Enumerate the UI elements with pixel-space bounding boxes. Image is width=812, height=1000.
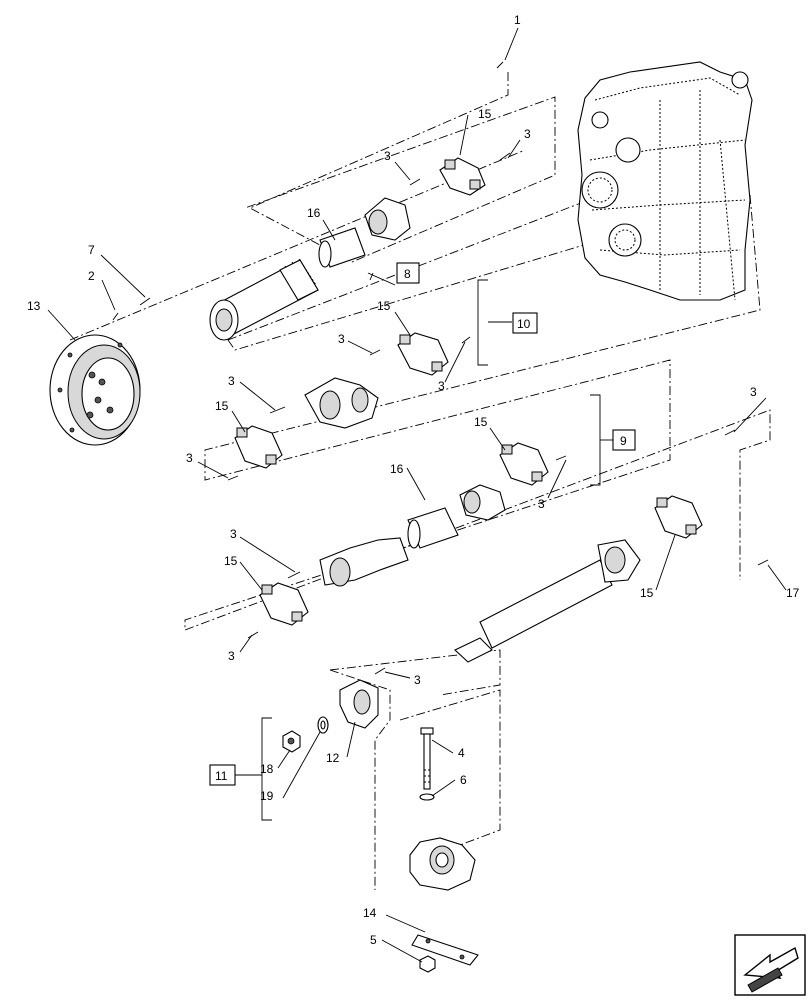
box-11 <box>209 764 236 786</box>
callout-15-f: 15 <box>640 586 654 600</box>
callout-15-b: 15 <box>377 299 391 313</box>
cross-bearing-1 <box>439 157 486 196</box>
long-shaft <box>454 539 641 663</box>
callout-14: 14 <box>363 906 377 920</box>
lower-drive-shaft <box>319 484 506 587</box>
direction-arrow-icon[interactable] <box>734 934 806 996</box>
nut-and-washer <box>282 716 329 753</box>
callout-3-k: 3 <box>414 673 421 687</box>
callout-4: 4 <box>458 746 465 760</box>
callout-leaders <box>47 27 787 963</box>
callout-12: 12 <box>326 751 340 765</box>
flywheel-housing <box>49 334 141 446</box>
callout-5: 5 <box>370 933 377 947</box>
callout-3-e: 3 <box>228 374 235 388</box>
sleeve-upper <box>318 227 366 268</box>
callout-3-b: 3 <box>524 127 531 141</box>
callout-15-e: 15 <box>224 554 238 568</box>
callout-7: 7 <box>88 243 95 257</box>
callout-3-j: 3 <box>228 649 235 663</box>
fasteners <box>112 61 769 675</box>
yoke-upper <box>364 197 411 241</box>
callout-19: 19 <box>260 789 274 803</box>
callout-3-i: 3 <box>230 527 237 541</box>
callout-3-a: 3 <box>384 149 391 163</box>
double-yoke-middle <box>304 377 379 429</box>
reference-boxes <box>209 262 636 786</box>
box-8 <box>396 262 420 284</box>
callout-16-lower: 16 <box>390 462 404 476</box>
long-bolt <box>419 727 435 801</box>
box-9 <box>612 429 636 451</box>
callout-15-d: 15 <box>474 415 488 429</box>
transmission-housing <box>577 61 753 301</box>
callout-6: 6 <box>460 773 467 787</box>
cross-bearing-3 <box>234 425 283 469</box>
callout-3-f: 3 <box>186 451 193 465</box>
pillow-block-bearing <box>409 837 476 891</box>
callout-8: 8 <box>404 267 411 281</box>
callout-3-g: 3 <box>538 497 545 511</box>
callout-16-upper: 16 <box>307 206 321 220</box>
callout-3-h: 3 <box>750 385 757 399</box>
mounting-bracket <box>411 934 479 973</box>
callout-9: 9 <box>620 434 627 448</box>
callout-11: 11 <box>215 769 228 783</box>
callout-17: 17 <box>786 586 800 600</box>
callout-15-a: 15 <box>478 107 492 121</box>
callout-10: 10 <box>517 317 531 331</box>
cross-bearing-5 <box>259 582 309 626</box>
cross-bearing-2 <box>397 332 449 376</box>
box-10 <box>512 312 538 334</box>
callout-numbers: 1 7 2 13 16 15 3 3 8 10 15 3 3 3 15 3 15… <box>27 13 800 947</box>
flanged-shaft <box>209 258 319 341</box>
callout-18: 18 <box>260 762 274 776</box>
callout-3-c: 3 <box>338 332 345 346</box>
end-yoke <box>339 679 379 729</box>
callout-15-c: 15 <box>215 399 229 413</box>
callout-13: 13 <box>27 299 41 313</box>
cross-bearing-4 <box>499 442 549 486</box>
cross-bearing-6 <box>654 495 703 539</box>
callout-1: 1 <box>514 13 521 27</box>
callout-3-d: 3 <box>438 379 445 393</box>
callout-2: 2 <box>88 269 95 283</box>
